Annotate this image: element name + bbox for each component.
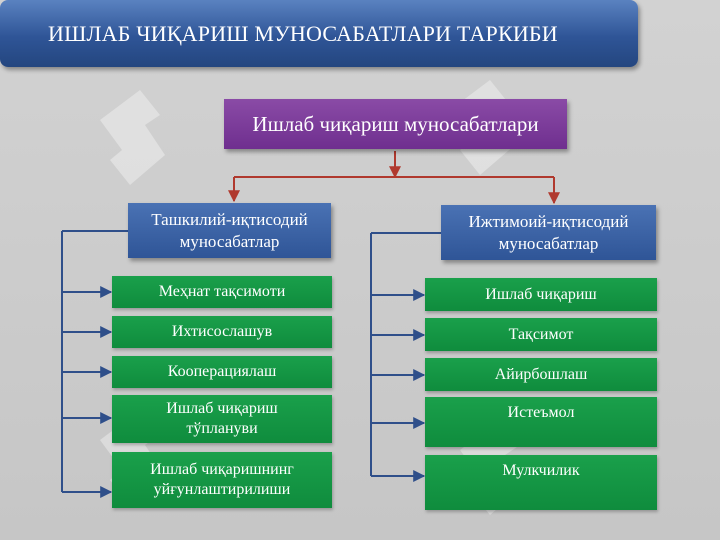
right-heading-label: Ижтимоий-иқтисодий муносабатлар <box>468 211 629 253</box>
left-item-3: Кооперациялаш <box>112 356 332 388</box>
left-item-4: Ишлаб чиқариш тўплануви <box>112 395 332 443</box>
right-heading-node: Ижтимоий-иқтисодий муносабатлар <box>441 205 656 260</box>
root-node: Ишлаб чиқариш муносабатлари <box>224 99 567 149</box>
left-item-label: Ишлаб чиқаришнинг уйғунлаштирилиши <box>150 461 294 498</box>
root-node-label: Ишлаб чиқариш муносабатлари <box>252 111 539 136</box>
left-item-label: Меҳнат тақсимоти <box>158 283 286 300</box>
left-item-label: Ишлаб чиқариш тўплануви <box>166 400 278 437</box>
left-item-2: Ихтисослашув <box>112 316 332 348</box>
left-item-5: Ишлаб чиқаришнинг уйғунлаштирилиши <box>112 452 332 508</box>
left-heading-node: Ташкилий-иқтисодий муносабатлар <box>128 203 331 258</box>
right-item-4: Истеъмол <box>425 397 657 447</box>
right-item-3: Айирбошлаш <box>425 358 657 391</box>
slide-title: ИШЛАБ ЧИҚАРИШ МУНОСАБАТЛАРИ ТАРКИБИ <box>0 0 638 67</box>
right-item-label: Ишлаб чиқариш <box>485 285 597 303</box>
right-item-label: Тақсимот <box>508 325 574 343</box>
left-item-label: Ихтисослашув <box>171 323 273 340</box>
right-item-5: Мулкчилик <box>425 455 657 510</box>
right-item-1: Ишлаб чиқариш <box>425 278 657 311</box>
right-item-label: Айирбошлаш <box>494 365 588 383</box>
right-item-2: Тақсимот <box>425 318 657 351</box>
right-item-label: Мулкчилик <box>502 462 580 479</box>
left-heading-label: Ташкилий-иқтисодий муносабатлар <box>151 209 308 251</box>
left-item-1: Меҳнат тақсимоти <box>112 276 332 308</box>
left-item-label: Кооперациялаш <box>167 363 277 380</box>
right-item-label: Истеъмол <box>507 404 575 421</box>
